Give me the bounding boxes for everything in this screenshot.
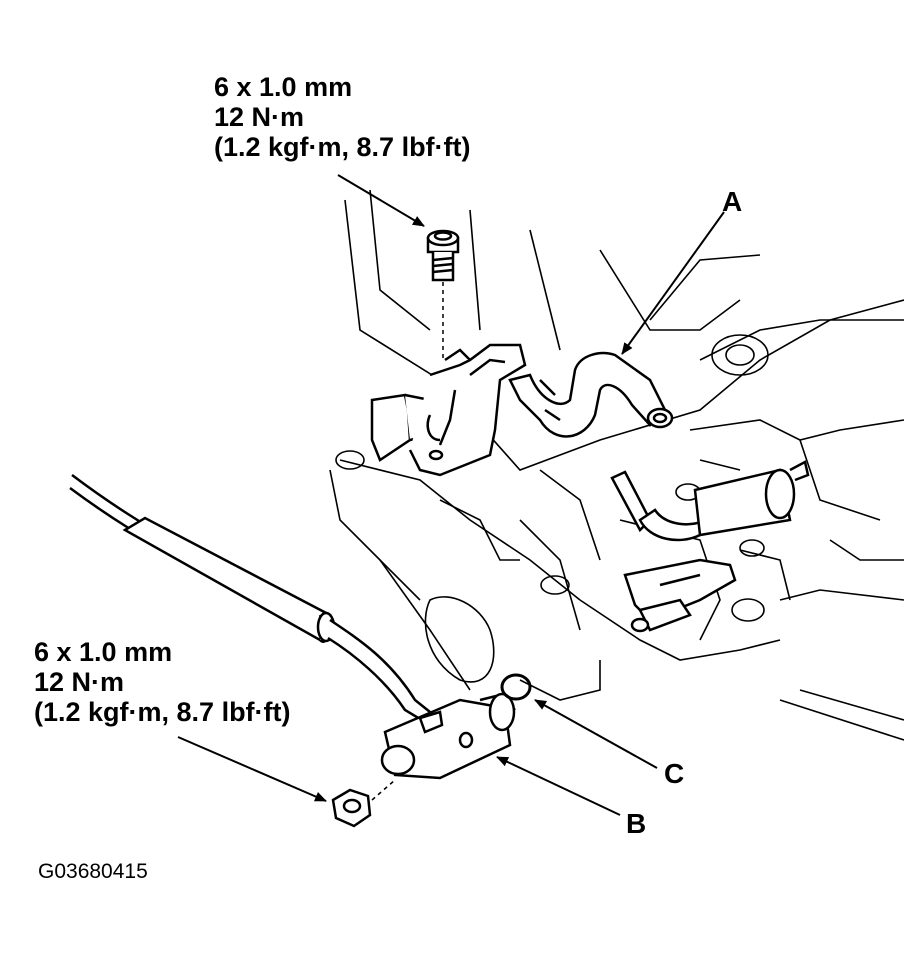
callout-b-label: B	[626, 808, 647, 839]
top-bolt-alt-torque: (1.2 kgf·m, 8.7 lbf·ft)	[214, 132, 471, 162]
leader-lines	[177, 174, 725, 816]
o-ring-c	[500, 673, 532, 701]
bottom-nut-size: 6 x 1.0 mm	[34, 637, 173, 667]
fitting-assembly	[610, 460, 810, 633]
engine-block	[329, 189, 904, 741]
top-bolt-torque: 12 N·m	[214, 102, 305, 132]
bottom-nut	[331, 779, 396, 828]
arrow-bottom-spec	[177, 736, 327, 802]
top-bolt-spec: 6 x 1.0 mm 12 N·m (1.2 kgf·m, 8.7 lbf·ft…	[214, 72, 471, 162]
figure-id: G03680415	[38, 860, 148, 883]
top-bolt	[426, 229, 460, 360]
arrow-c	[534, 699, 658, 769]
callout-c-label: C	[664, 758, 685, 789]
arrow-top-spec	[337, 174, 425, 227]
sensor-b	[380, 692, 516, 780]
bottom-nut-alt-torque: (1.2 kgf·m, 8.7 lbf·ft)	[34, 697, 291, 727]
arrow-b	[496, 756, 621, 816]
hose-a	[508, 351, 674, 438]
bottom-nut-torque: 12 N·m	[34, 667, 125, 697]
top-bolt-size: 6 x 1.0 mm	[214, 72, 353, 102]
arrow-a	[621, 211, 725, 355]
bracket	[370, 343, 527, 477]
callout-a-label: A	[722, 186, 743, 217]
sensor-harness	[69, 474, 432, 724]
bottom-nut-spec: 6 x 1.0 mm 12 N·m (1.2 kgf·m, 8.7 lbf·ft…	[34, 637, 291, 727]
